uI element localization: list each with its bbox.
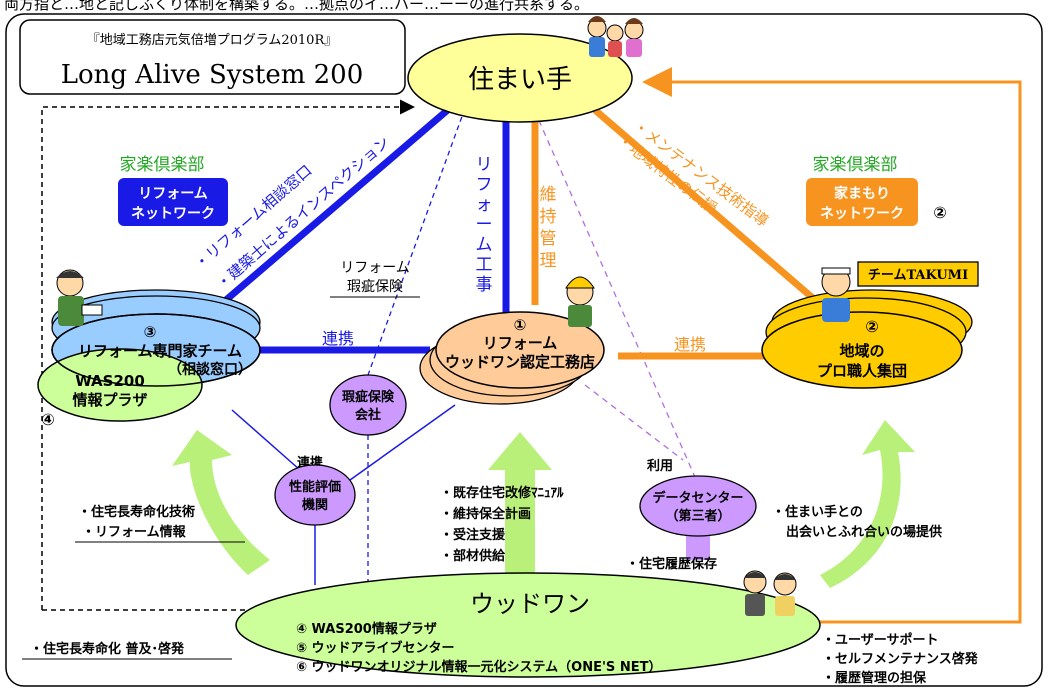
left-num: ③ bbox=[144, 323, 157, 341]
reform-insurance-line1: リフォーム bbox=[340, 260, 410, 276]
woodone-item: ⑤ ウッドアライブセンター bbox=[296, 640, 455, 656]
iemamori-network-box bbox=[806, 178, 918, 226]
purple-dashed-1 bbox=[529, 99, 706, 501]
center-list-item: ・部材供給 bbox=[440, 548, 506, 564]
center-list-item: ・既存住宅改修ﾏﾆｭｱﾙ bbox=[440, 485, 564, 501]
node-sumaite bbox=[407, 33, 633, 123]
blue-thin-1 bbox=[231, 409, 301, 471]
green-arrow-left bbox=[172, 430, 270, 575]
reform-network-line1: リフォーム bbox=[138, 186, 208, 202]
right-line1: 地域の bbox=[839, 342, 884, 360]
node-was200 bbox=[37, 348, 203, 422]
left-line1: リフォーム専門家チーム bbox=[78, 342, 242, 360]
riyou-label: 利用 bbox=[647, 458, 673, 474]
iemamori-line1: 家まもり bbox=[834, 185, 890, 202]
node-woodone-builder bbox=[435, 311, 605, 389]
title-box bbox=[19, 19, 406, 95]
renkei-left: 連携 bbox=[322, 329, 354, 348]
vertical-reform-work-text: リフォーム工事 bbox=[476, 155, 493, 295]
club-right-label: 家楽倶楽部 bbox=[813, 155, 898, 175]
reform-insurance-line2: 瑕疵保険 bbox=[347, 279, 403, 295]
eval-line2: 機関 bbox=[302, 497, 328, 513]
left-line2: （相談窓口） bbox=[168, 361, 252, 378]
right-num: ② bbox=[865, 317, 879, 336]
was-line2: 情報プラザ bbox=[72, 391, 147, 409]
woodone-label: ウッドワン bbox=[470, 590, 590, 618]
family-icon bbox=[587, 16, 644, 57]
orange-diag-line bbox=[592, 107, 818, 303]
was-line1: WAS200 bbox=[75, 372, 145, 390]
node-woodone bbox=[235, 572, 821, 678]
vertical-maintenance-label: 維持管理 bbox=[540, 185, 557, 271]
bottom-right-item: ・セルフメンテナンス啓発 bbox=[822, 651, 979, 667]
was-num: ④ bbox=[41, 410, 55, 429]
center-line1: リフォーム bbox=[483, 334, 558, 352]
left-arrow-text2: ・リフォーム情報 bbox=[82, 524, 187, 540]
iemamori-line2: ネットワーク bbox=[820, 206, 904, 222]
right-orange-loop bbox=[642, 67, 1022, 624]
insurer-line2: 会社 bbox=[355, 407, 381, 423]
woodone-item: ④ WAS200情報プラザ bbox=[296, 621, 437, 637]
green-arrow-center bbox=[488, 432, 552, 585]
reform-network-line2: ネットワーク bbox=[131, 206, 215, 222]
node-defect-insurer bbox=[329, 374, 407, 436]
bottom-right-list: ・ユーザーサポート・セルフメンテナンス啓発・履歴管理の担保 bbox=[822, 632, 979, 686]
craftsman-icon bbox=[821, 267, 851, 322]
diag-right-text1: ・メンテナンス技術指導 bbox=[630, 117, 772, 230]
center-list-item: ・維持保全計画 bbox=[440, 506, 531, 522]
worker-icon bbox=[565, 276, 595, 327]
center-line2: ウッドワン認定工務店 bbox=[445, 353, 595, 371]
team-takumi-box bbox=[857, 261, 979, 287]
eval-line1: 性能評価 bbox=[289, 479, 341, 495]
node-data-center bbox=[639, 475, 757, 537]
right-arrow-text2: 出会いとふれ合いの場提供 bbox=[786, 524, 942, 540]
node-sumaite-label: 住まい手 bbox=[468, 65, 572, 95]
system-name: Long Alive System 200 bbox=[61, 60, 364, 90]
datacenter-line2: （第三者） bbox=[665, 508, 730, 524]
woodone-item-list: ④ WAS200情報プラザ ⑤ ウッドアライブセンター ⑥ ウッドワンオリジナル情報… bbox=[296, 621, 661, 675]
green-arrow-right bbox=[820, 420, 915, 588]
program-title: 『地域工務店元気倍増プログラム2010R』 bbox=[87, 32, 337, 48]
team-takumi-label: チームTAKUMI bbox=[868, 268, 968, 283]
iemamori-num: ② bbox=[933, 203, 947, 222]
history-label: ・住宅履歴保存 bbox=[626, 556, 717, 572]
reform-network-box bbox=[118, 178, 228, 226]
left-arrow-text1: ・住宅長寿命化技術 bbox=[78, 504, 195, 520]
bottom-left-text: ・住宅長寿命化 普及･啓発 bbox=[30, 641, 185, 657]
blue-diag-line bbox=[209, 105, 453, 315]
node-performance-eval bbox=[274, 464, 356, 526]
bottom-right-item: ・ユーザーサポート bbox=[822, 632, 938, 648]
vertical-maintenance-text: 維持管理 bbox=[540, 185, 557, 271]
outer-frame bbox=[5, 13, 1043, 687]
node-pro-craftsmen bbox=[761, 311, 963, 389]
center-support-list: ・既存住宅改修ﾏﾆｭｱﾙ ・維持保全計画・受注支援・部材供給 bbox=[440, 485, 564, 564]
top-strip-text: 両方指と…地と記しふくり体制を構築する。…拠点のイ…ハー…ーーの進行共系する。 bbox=[4, 0, 589, 13]
phone-person-icon bbox=[56, 269, 103, 326]
center-list-item: ・受注支援 bbox=[440, 527, 506, 543]
left-dashed-loop bbox=[41, 99, 415, 610]
insurer-line1: 瑕疵保険 bbox=[342, 389, 395, 405]
vertical-reform-work-label: リフォーム工事 bbox=[476, 155, 493, 295]
center-num: ① bbox=[514, 316, 527, 334]
woodone-item: ⑥ ウッドワンオリジナル情報一元化システム（ONE'S NET） bbox=[296, 659, 661, 675]
right-arrow-text1: ・住まい手との bbox=[772, 504, 863, 520]
club-left-label: 家楽倶楽部 bbox=[120, 155, 205, 175]
purple-dashed-2 bbox=[584, 384, 684, 461]
blue-dashed-1 bbox=[367, 99, 469, 376]
right-line2: プロ職人集団 bbox=[817, 362, 907, 380]
left-outline bbox=[51, 313, 261, 387]
blue-thin-3 bbox=[349, 404, 456, 481]
staff-icon bbox=[743, 570, 797, 616]
renkei-right: 連携 bbox=[674, 335, 706, 354]
bottom-right-item: ・履歴管理の担保 bbox=[822, 670, 927, 686]
datacenter-line1: データセンター bbox=[652, 490, 743, 506]
